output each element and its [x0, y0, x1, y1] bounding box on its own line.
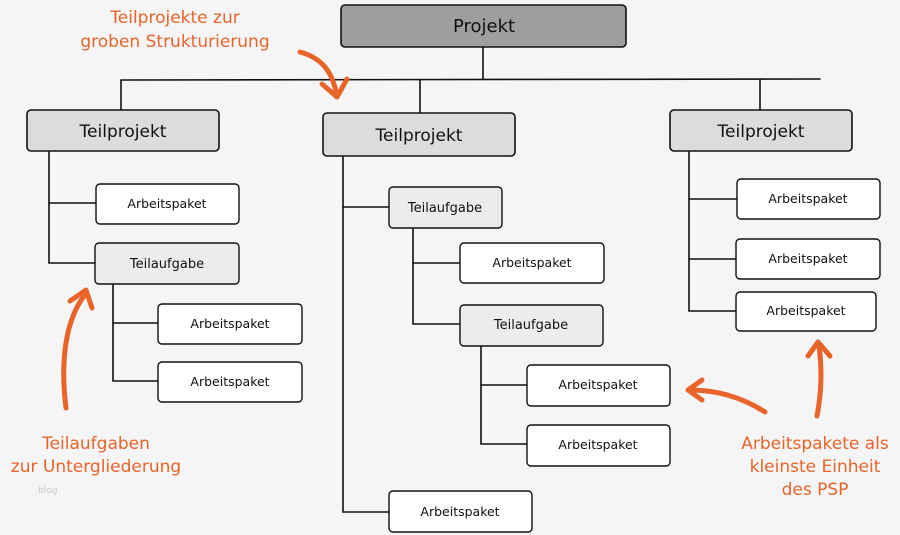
work-package-node-7: Arbeitspaket [388, 490, 533, 533]
work-package-label: Arbeitspaket [768, 191, 847, 206]
work-package-node-5: Arbeitspaket [526, 364, 671, 407]
connector-lines [48, 46, 821, 513]
task-node-3: Teilaufgabe [459, 304, 604, 347]
work-package-label: Arbeitspaket [190, 374, 269, 389]
annotation-subprojects-line2: groben Strukturierung [80, 32, 269, 52]
work-package-label: Arbeitspaket [190, 316, 269, 331]
arrow-head-icon [319, 76, 350, 100]
task-node-1: Teilaufgabe [94, 242, 240, 285]
work-package-label: Arbeitspaket [558, 437, 637, 452]
task-label: Teilaufgabe [129, 257, 204, 272]
arrow-head-icon [685, 377, 705, 403]
task-node-2: Teilaufgabe [388, 186, 503, 229]
subproject-label: Teilprojekt [79, 122, 167, 142]
work-package-node-3: Arbeitspaket [157, 361, 303, 403]
arrow-icon [297, 49, 339, 95]
subproject-node-2: Teilprojekt [322, 112, 516, 157]
annotation-packages-line2: kleinste Einheit [750, 457, 881, 477]
arrow-icon [61, 293, 87, 411]
arrow-head-icon [805, 339, 833, 359]
work-package-label: Arbeitspaket [768, 251, 847, 266]
subproject-node-1: Teilprojekt [26, 109, 220, 152]
work-package-label: Arbeitspaket [420, 504, 499, 519]
annotation-packages-line1: Arbeitspakete als [741, 434, 889, 454]
work-package-label: Arbeitspaket [766, 303, 845, 318]
work-package-node-10: Arbeitspaket [735, 291, 877, 332]
work-package-node-1: Arbeitspaket [95, 183, 240, 225]
arrow-icon [814, 343, 824, 419]
work-package-node-8: Arbeitspaket [736, 178, 881, 220]
arrow-head-icon [67, 287, 95, 311]
work-package-node-9: Arbeitspaket [735, 238, 881, 280]
work-package-node-6: Arbeitspaket [526, 424, 671, 467]
subproject-label: Teilprojekt [375, 126, 463, 146]
arrow-icon [687, 387, 768, 415]
annotation-subprojects-line1: Teilprojekte zur [109, 8, 239, 28]
annotation-arrows [61, 49, 833, 419]
subproject-label: Teilprojekt [717, 122, 805, 142]
work-package-label: Arbeitspaket [127, 196, 206, 211]
project-label: Projekt [453, 16, 515, 37]
annotation-tasks-line2: zur Untergliederung [11, 457, 181, 477]
work-package-node-4: Arbeitspaket [459, 242, 605, 284]
work-package-label: Arbeitspaket [558, 377, 637, 392]
annotation-tasks-line1: Teilaufgaben [41, 434, 150, 454]
project-node: Projekt [340, 4, 627, 48]
annotation-packages-line3: des PSP [782, 480, 849, 500]
task-label: Teilaufgabe [493, 318, 568, 333]
task-label: Teilaufgabe [407, 201, 482, 216]
subproject-node-3: Teilprojekt [669, 109, 853, 152]
work-package-label: Arbeitspaket [492, 255, 571, 270]
watermark-text: blog [38, 486, 57, 496]
work-package-node-2: Arbeitspaket [157, 303, 303, 345]
